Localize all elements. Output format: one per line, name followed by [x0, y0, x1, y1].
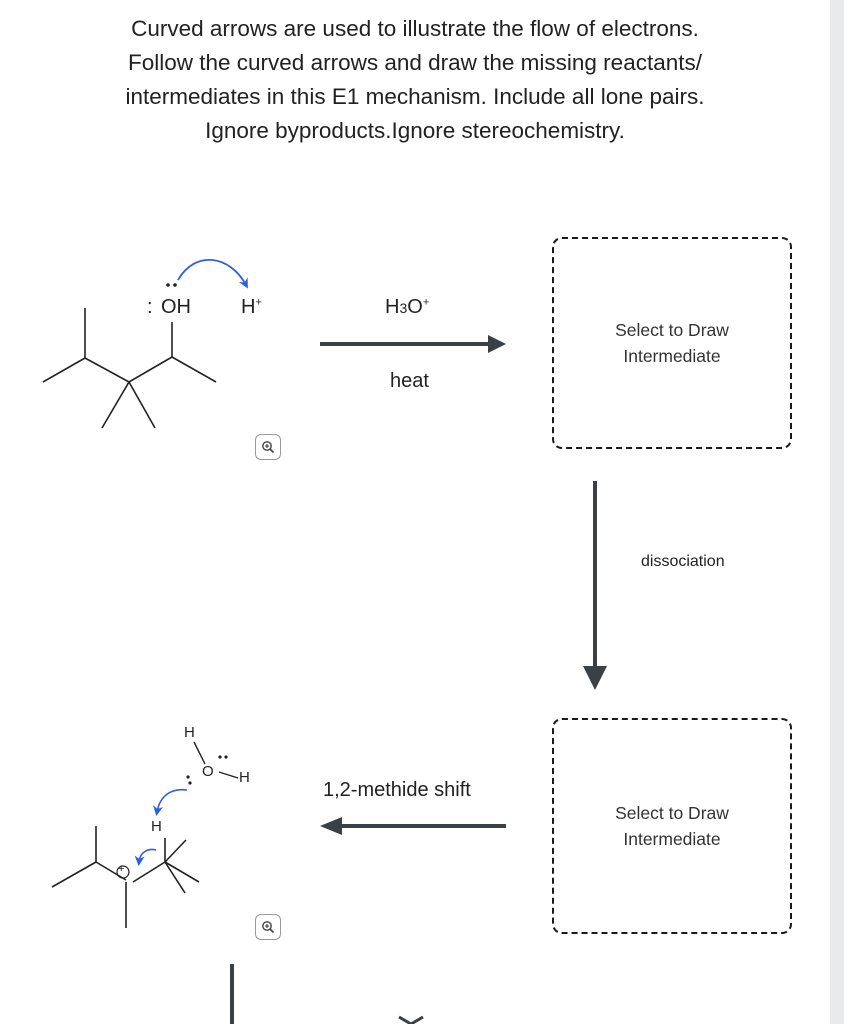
- zoom-button-1[interactable]: [255, 434, 281, 460]
- reaction-arrow-head: [320, 817, 342, 835]
- curved-arrow: [134, 848, 157, 866]
- reagent-label: H3O+: [385, 296, 430, 318]
- water-hydrogen-right: H: [239, 769, 250, 786]
- condition-label: heat: [390, 370, 429, 392]
- water-bonds: [193, 741, 239, 779]
- reaction-arrow-head: [583, 666, 607, 690]
- positive-charge-circle: [116, 865, 130, 879]
- reaction-arrow-head: [488, 335, 506, 353]
- intermediate-dropzone-1[interactable]: Select to Draw Intermediate: [552, 237, 792, 449]
- curved-arrow: [153, 788, 188, 816]
- water-hydrogen-top: H: [184, 724, 195, 741]
- lone-pair-dot: [186, 775, 190, 779]
- lone-pair-dot: [173, 283, 177, 287]
- carbon-hydrogen: H: [151, 818, 162, 835]
- cation-skeleton: [51, 826, 200, 928]
- methide-shift-label: 1,2-methide shift: [323, 779, 471, 801]
- water-oxygen: O: [202, 763, 214, 780]
- instruction-line: intermediates in this E1 mechanism. Incl…: [125, 84, 705, 109]
- lone-pair-dot: [166, 283, 170, 287]
- lone-pair-dot: [224, 755, 228, 759]
- zoom-button-2[interactable]: [255, 914, 281, 940]
- reactant-alcohol-skeleton: [42, 308, 217, 429]
- zoom-in-icon: [262, 441, 275, 454]
- lone-pair-dot: [188, 781, 192, 785]
- zoom-in-icon: [262, 921, 275, 934]
- scrollbar[interactable]: [830, 0, 844, 1024]
- chevron-partial: [398, 1015, 424, 1024]
- proton-label: H+: [241, 296, 262, 318]
- lone-pair-dot: [218, 755, 222, 759]
- hydroxyl-label: OH: [161, 296, 191, 318]
- curved-arrow: [177, 258, 248, 289]
- instruction-line: Follow the curved arrows and draw the mi…: [127, 50, 702, 75]
- lone-pair-left: :: [147, 296, 153, 318]
- instructions: Curved arrows are used to illustrate the…: [0, 12, 830, 148]
- cation-charge: +: [118, 863, 125, 875]
- instruction-line: Curved arrows are used to illustrate the…: [131, 16, 699, 41]
- intermediate-dropzone-2[interactable]: Select to Draw Intermediate: [552, 718, 792, 934]
- dissociation-label: dissociation: [641, 553, 725, 570]
- instruction-line: Ignore byproducts.Ignore stereochemistry…: [205, 118, 625, 143]
